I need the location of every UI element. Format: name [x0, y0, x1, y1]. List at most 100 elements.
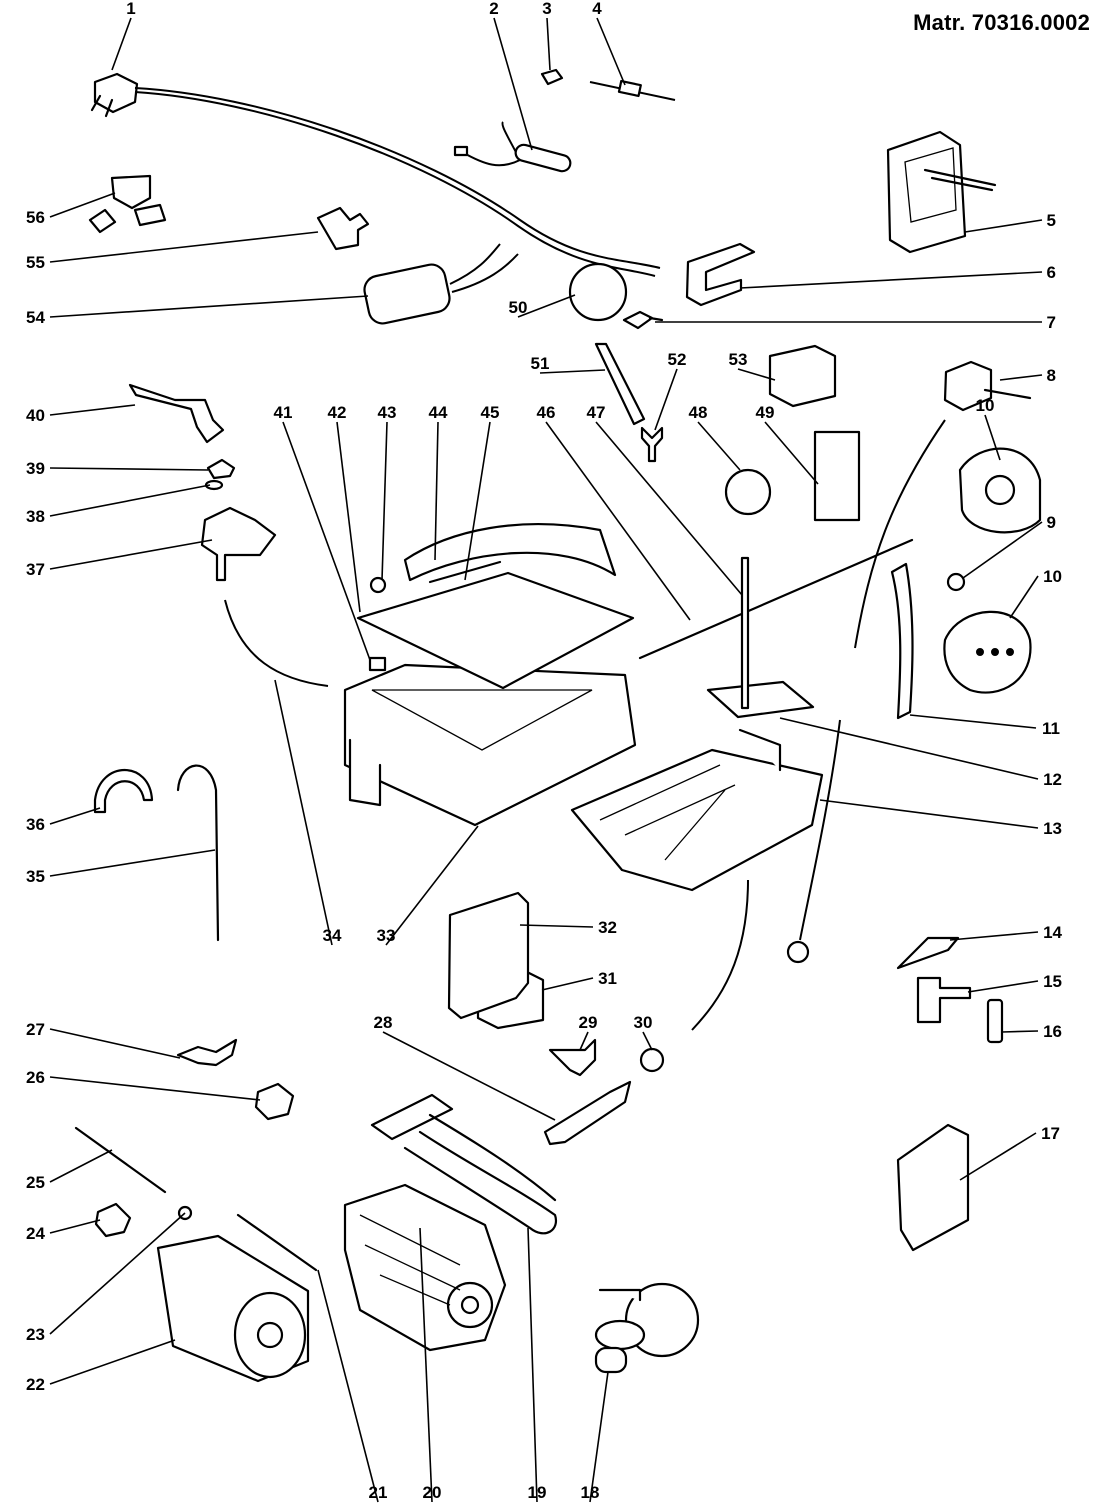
leader-line-41 [282, 421, 371, 661]
callout-46: 46 [537, 403, 556, 422]
leader-line-2 [493, 17, 533, 151]
callout-7: 7 [1047, 313, 1056, 332]
callout-1: 1 [126, 0, 135, 18]
callout-14: 14 [1043, 923, 1062, 942]
leader-line-52 [654, 368, 678, 431]
callout-16: 16 [1043, 1022, 1062, 1041]
part-26-plug [254, 1082, 295, 1121]
part-30-gasket [639, 1047, 665, 1073]
leader-line-47 [595, 421, 743, 596]
leader-line-43 [381, 421, 388, 581]
leader-line-22 [49, 1339, 176, 1385]
leader-line-1 [111, 17, 132, 71]
part-55-valve-fitting [316, 206, 370, 251]
part-7-terminal [622, 310, 664, 330]
callout-44: 44 [429, 403, 448, 422]
leader-line-8 [999, 374, 1043, 381]
callout-17: 17 [1041, 1124, 1060, 1143]
part-40-inlet-hose [128, 383, 225, 444]
part-54-capacitor [363, 243, 519, 325]
callout-9: 9 [1047, 513, 1056, 532]
drain-tube [691, 879, 749, 1031]
leader-line-3 [546, 17, 551, 71]
leader-line-24 [49, 1219, 101, 1234]
callout-33: 33 [377, 926, 396, 945]
part-13-detergent-drawer [570, 728, 824, 892]
part-6-bracket [685, 242, 756, 307]
leader-line-10 [1009, 575, 1039, 619]
part-9-knob-cap [946, 572, 966, 592]
part-25-bolt [74, 1126, 167, 1194]
part-3-clip [540, 68, 564, 86]
part-43-gear [369, 576, 387, 594]
callout-8: 8 [1047, 366, 1056, 385]
leader-line-56 [49, 192, 116, 218]
part-11-door-strip [890, 562, 914, 720]
part-56-y-splitter [88, 174, 167, 234]
part-34-hose [224, 599, 329, 687]
leader-line-29 [579, 1031, 589, 1051]
callout-3: 3 [542, 0, 551, 18]
callout-51: 51 [531, 354, 550, 373]
timer-cable [854, 419, 946, 649]
leader-line-30 [642, 1031, 653, 1051]
part-8-switch [943, 360, 1032, 412]
callout-10: 10 [1043, 567, 1062, 586]
part-33-tub-top [343, 663, 637, 827]
callout-10: 10 [976, 396, 995, 415]
part-28-thermostat [543, 1080, 632, 1146]
part-32-bracket [447, 891, 530, 1020]
callout-26: 26 [26, 1068, 45, 1087]
part-22-drum [156, 1234, 310, 1383]
leader-line-37 [49, 539, 213, 570]
leader-line-48 [697, 421, 741, 471]
callout-50: 50 [509, 298, 528, 317]
part-47-rod [740, 556, 750, 710]
leader-line-21 [317, 1269, 379, 1503]
leader-line-34 [274, 679, 333, 946]
leader-line-36 [49, 807, 101, 825]
callout-12: 12 [1043, 770, 1062, 789]
callout-20: 20 [423, 1483, 442, 1502]
cable-grommet [786, 940, 810, 964]
part-19-heater-element [370, 1093, 558, 1235]
callout-28: 28 [374, 1013, 393, 1032]
callout-49: 49 [756, 403, 775, 422]
callout-41: 41 [274, 403, 293, 422]
leader-line-25 [49, 1149, 113, 1183]
callout-40: 40 [26, 406, 45, 425]
callout-31: 31 [598, 969, 617, 988]
part-48-pressure-switch [724, 468, 772, 516]
callout-6: 6 [1047, 263, 1056, 282]
part-46-rod [638, 538, 914, 660]
callout-38: 38 [26, 507, 45, 526]
leader-line-53 [737, 368, 776, 381]
leader-line-35 [49, 849, 216, 877]
callout-42: 42 [328, 403, 347, 422]
callout-54: 54 [26, 308, 45, 327]
callout-11: 11 [1042, 719, 1060, 738]
part-17-latch-plate [896, 1123, 970, 1252]
part-24-bushing [94, 1202, 132, 1238]
part-49-capacitor [813, 430, 861, 522]
callout-21: 21 [369, 1483, 388, 1502]
callout-13: 13 [1043, 819, 1062, 838]
part-27-cable-tie [176, 1038, 238, 1067]
part-5-control-box [886, 130, 997, 254]
part-2-sensor-lead [453, 121, 572, 173]
leader-line-51 [539, 369, 606, 374]
part-20-motor [343, 1183, 507, 1352]
callout-19: 19 [528, 1483, 547, 1502]
leader-line-13 [819, 799, 1039, 829]
leader-line-42 [336, 421, 361, 613]
leader-line-50 [517, 294, 576, 318]
leader-line-23 [49, 1212, 186, 1335]
leader-line-44 [434, 421, 439, 561]
callout-37: 37 [26, 560, 45, 579]
part-29-clamp [548, 1038, 597, 1077]
leader-line-49 [764, 421, 819, 485]
part-12-frame [706, 680, 815, 719]
leader-line-14 [949, 931, 1039, 941]
callout-32: 32 [598, 918, 617, 937]
